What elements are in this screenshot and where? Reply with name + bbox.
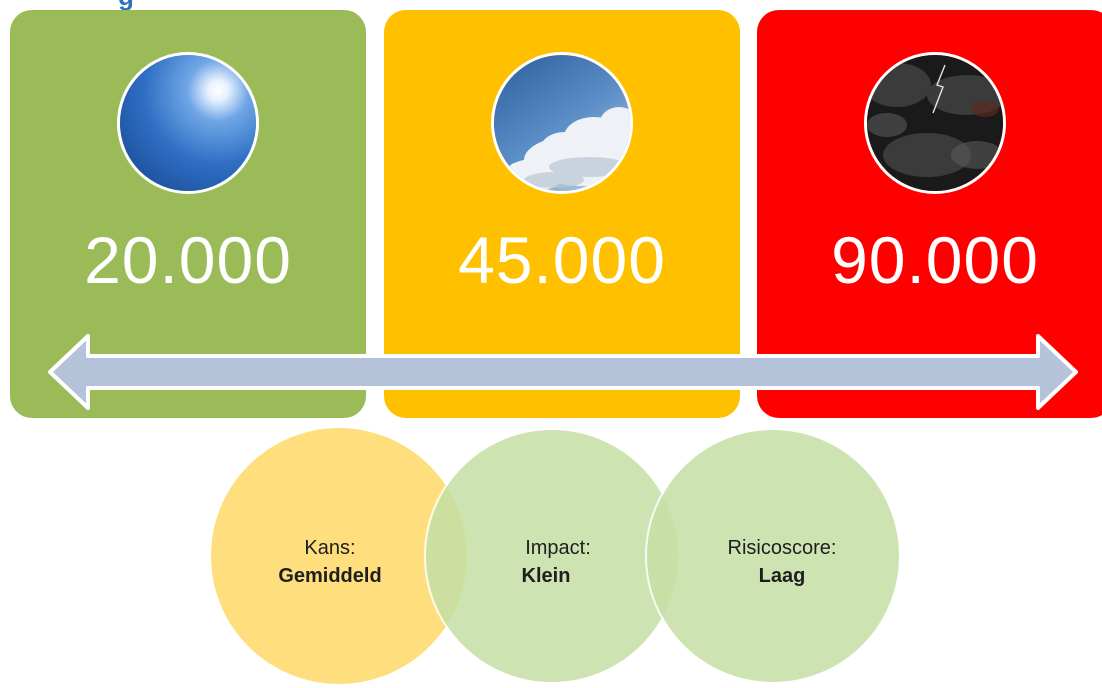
venn-label-text: Impact: [525,537,591,559]
card-value: 90.000 [831,223,1039,297]
card-low: 20.000 [10,10,366,418]
card-value: 45.000 [458,223,666,297]
venn-value-text: Gemiddeld [278,565,382,587]
sunny-sky-photo [117,52,259,194]
heading-fragment: g [118,0,238,12]
venn-label-risicoscore: Risicoscore: Laag [702,534,862,590]
cloudy-sky-photo [491,52,633,194]
venn-label-text: Kans: [304,537,356,559]
venn-label-impact: Impact: Klein [478,534,638,590]
venn-label-kans: Kans: Gemiddeld [250,534,410,590]
venn-circle-risicoscore [645,428,901,684]
venn-circle-impact [424,428,680,684]
card-value: 20.000 [84,223,292,297]
venn-label-text: Risicoscore: [727,537,837,559]
venn-value-text: Klein [521,565,571,587]
venn-value-text: Laag [758,565,806,587]
storm-sky-photo [864,52,1006,194]
card-medium: 45.000 [384,10,740,418]
